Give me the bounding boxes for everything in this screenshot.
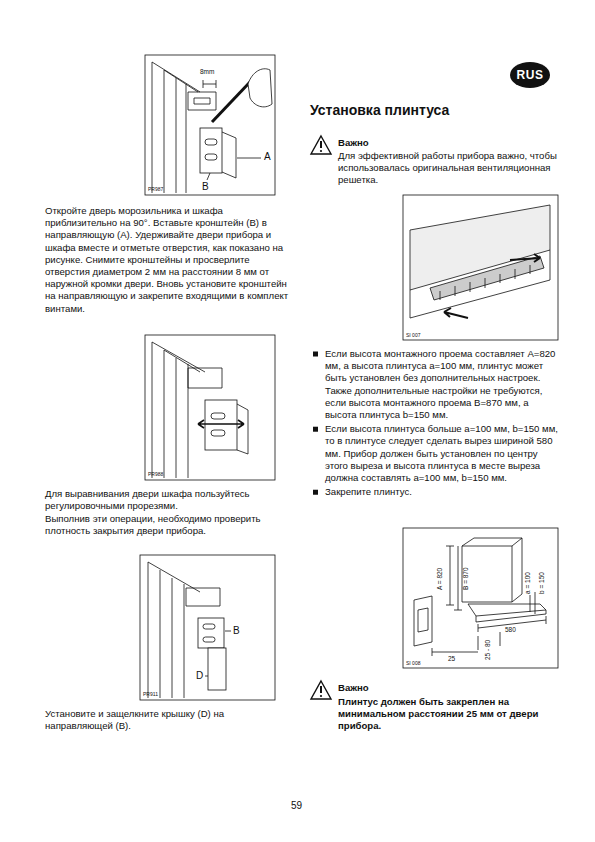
figure-bracket-mark (145, 55, 275, 195)
language-badge: RUS (510, 62, 550, 88)
callout-letter: B (233, 625, 240, 637)
figure-door-align (145, 335, 275, 480)
body-paragraph: Если высота монтажного проема составляет… (325, 348, 558, 421)
callout-letter: A (264, 151, 271, 163)
figure-label: PR911 (143, 691, 158, 697)
page-number: 59 (291, 800, 302, 812)
bullet-marks (313, 352, 318, 495)
figure-label: PR988 (148, 471, 163, 477)
badge-text: RUS (517, 68, 544, 82)
figure-label: a = 100 (524, 572, 532, 594)
body-paragraph: Откройте дверь морозильника и шкафа приб… (45, 205, 290, 315)
callout-letter: B (202, 181, 209, 193)
body-paragraph: Для выравнивания двери шкафа пользуйтесь… (45, 488, 290, 512)
figure-label: B = 870 (462, 567, 470, 590)
figure-label: 25 - 80 (484, 640, 492, 660)
figure-label: 25 (448, 655, 455, 663)
figure-label: b = 150 (538, 572, 546, 594)
figure-grille (403, 195, 558, 340)
body-paragraph: Установите и защелкните крышку (D) на на… (45, 708, 290, 732)
body-paragraph: Плинтус должен быть закреплен на минимал… (338, 696, 558, 733)
figure-label: 8mm (200, 68, 214, 76)
figure-cover (140, 555, 275, 700)
body-paragraph: Для эффективной работы прибора важно, чт… (338, 150, 558, 187)
body-paragraph: Выполнив эти операции, необходимо провер… (45, 513, 290, 537)
figure-label: SI 008 (406, 660, 420, 666)
callout-letter: D (196, 670, 203, 682)
warning-heading: Важно (338, 682, 369, 694)
bullet-square (313, 352, 318, 357)
figure-label: SI 007 (406, 332, 420, 338)
section-heading: Установка плинтуса (310, 104, 449, 116)
figure-label: PR987 (148, 186, 163, 192)
figure-label: A = 820 (436, 568, 444, 590)
figure-label: 580 (505, 626, 516, 634)
body-paragraph: Закрепите плинтус. (325, 486, 558, 498)
body-paragraph: Если высота плинтуса больше a=100 мм, b=… (325, 423, 558, 484)
warning-heading: Важно (338, 137, 369, 149)
bullet-square (313, 427, 318, 432)
bullet-square (313, 490, 318, 495)
figure-plinth (403, 528, 558, 668)
